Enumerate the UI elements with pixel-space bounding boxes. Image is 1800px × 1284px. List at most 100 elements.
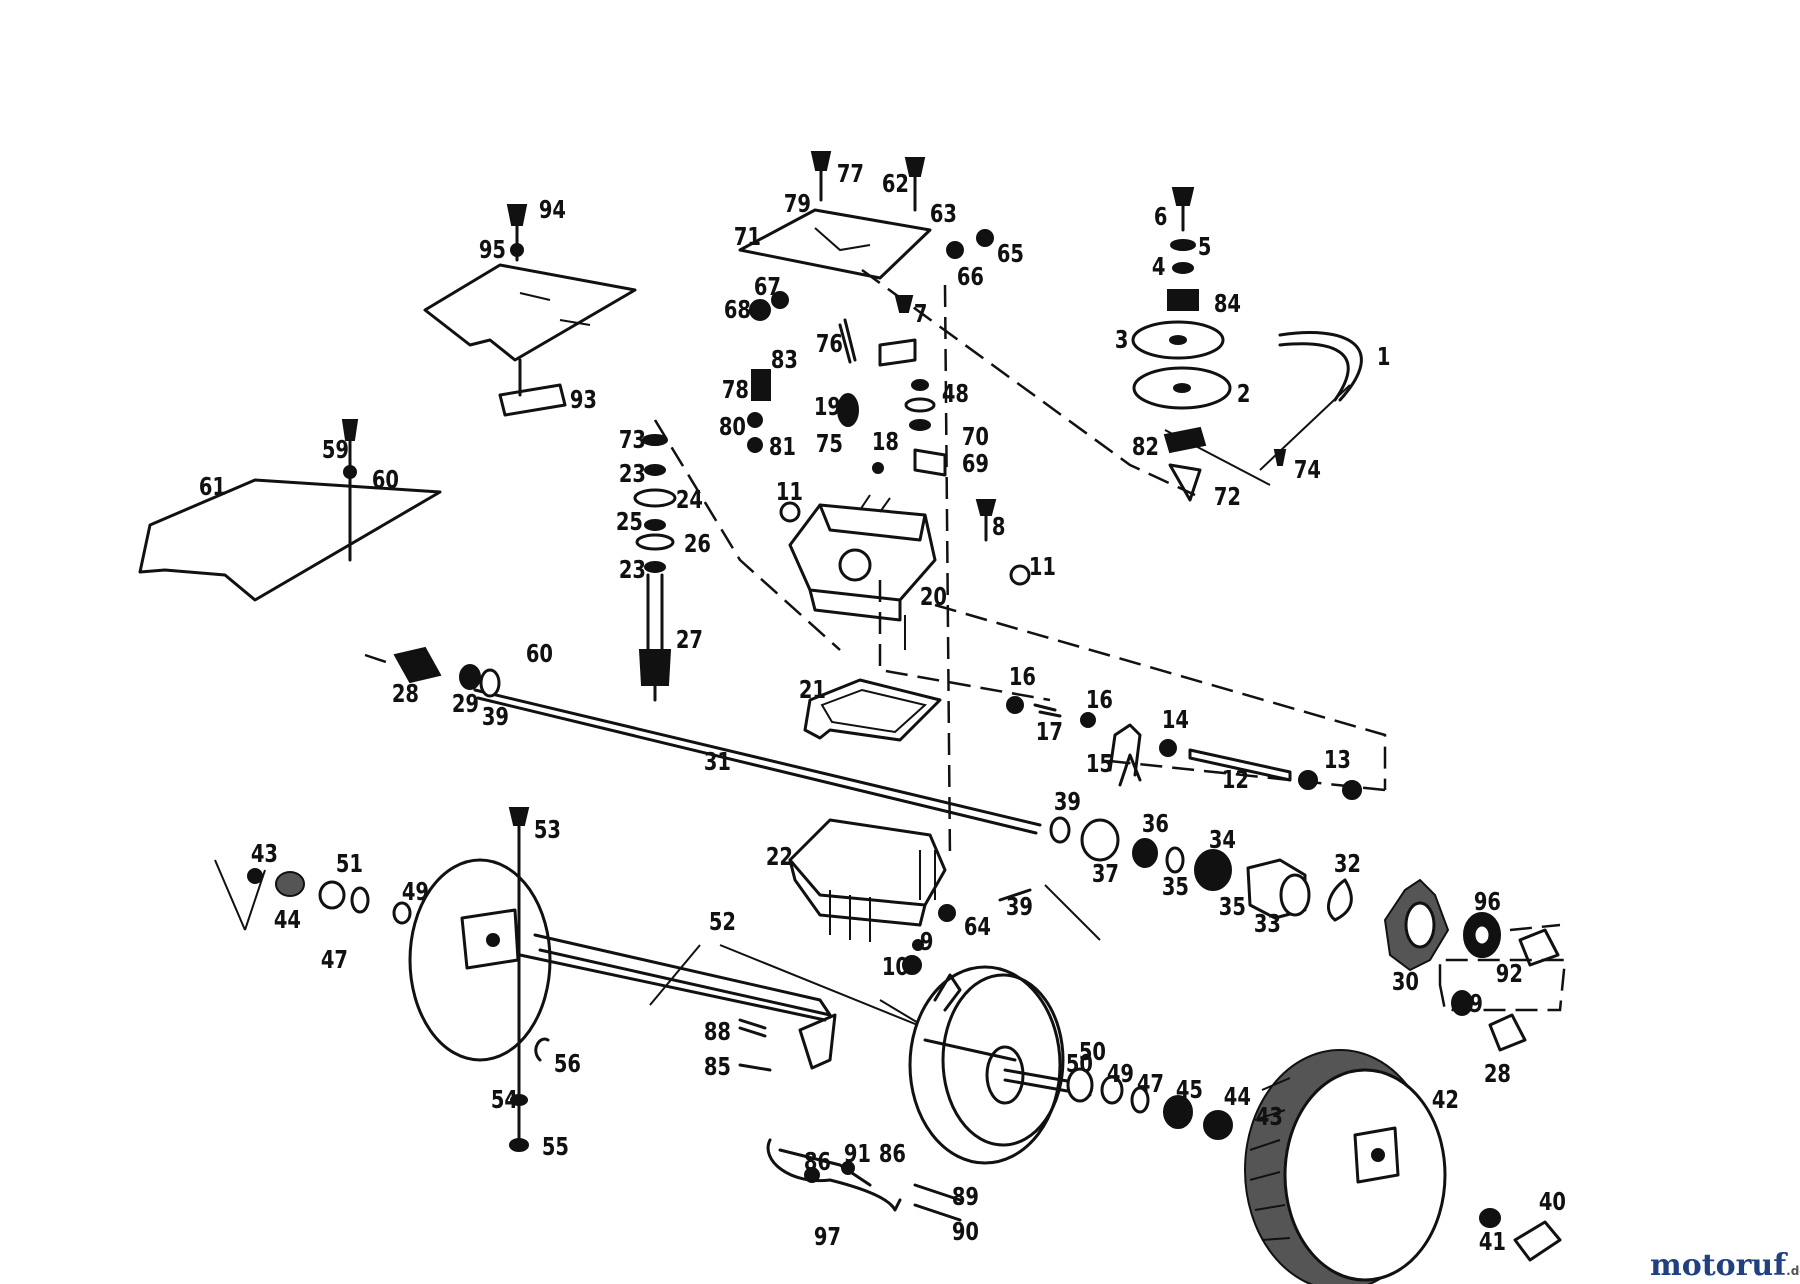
- callout-12: 12: [1222, 766, 1249, 795]
- callout-79: 79: [784, 190, 811, 219]
- callout-67: 67: [754, 273, 781, 302]
- callout-74: 74: [1294, 456, 1321, 485]
- watermark-suffix: .de: [1786, 1264, 1800, 1278]
- callout-81: 81: [769, 433, 796, 462]
- callout-39: 39: [482, 703, 509, 732]
- callout-95: 95: [479, 236, 506, 265]
- callout-8: 8: [992, 513, 1006, 542]
- callout-75: 75: [816, 430, 843, 459]
- callout-0: 50: [1066, 1050, 1093, 1079]
- callout-83: 83: [771, 346, 798, 375]
- callout-20: 20: [920, 583, 947, 612]
- callout-18: 18: [872, 428, 899, 457]
- callout-38: 39: [1006, 893, 1033, 922]
- part-number-labels: 77 62 79 63 71 65 66 67 68 7 6 5 4 84 3 …: [199, 160, 1566, 1257]
- callout-4: 4: [1152, 253, 1166, 282]
- callout-9: 9: [920, 928, 934, 957]
- side-guard-plate: [138, 419, 442, 602]
- callout-77: 77: [837, 160, 864, 189]
- callout-7: 7: [914, 300, 928, 329]
- callout-33: 33: [1254, 910, 1281, 939]
- front-wheel-plain: [908, 965, 1065, 1165]
- callout-17: 17: [1036, 718, 1063, 747]
- callout-2: 2: [1237, 380, 1251, 409]
- callout-40: 40: [1539, 1188, 1566, 1217]
- callout-60-rod: 60: [526, 640, 553, 669]
- left-wheel-assembly: [247, 807, 832, 1152]
- lower-gearbox: [788, 818, 956, 975]
- svg-text:motoruf.de: motoruf.de: [1650, 1248, 1800, 1283]
- callout-49-right: 49: [1107, 1060, 1134, 1089]
- callout-97: 97: [814, 1223, 841, 1252]
- callout-29: 29: [452, 690, 479, 719]
- callout-44-right: 44: [1224, 1083, 1251, 1112]
- callout-22: 22: [766, 843, 793, 872]
- callout-96: 96: [1474, 888, 1501, 917]
- callout-39-gear: 39: [1054, 788, 1081, 817]
- callout-1: 1: [1377, 343, 1391, 372]
- callout-71: 71: [734, 223, 761, 252]
- callout-54: 54: [491, 1086, 518, 1115]
- height-lever: [738, 1013, 962, 1222]
- callout-72: 72: [1214, 483, 1241, 512]
- callout-11: 11: [776, 478, 803, 507]
- watermark-logo: motoruf.de: [1650, 1248, 1800, 1283]
- callout-55: 55: [542, 1133, 569, 1162]
- callout-42: 42: [1432, 1086, 1459, 1115]
- shift-shaft-assembly: [1006, 696, 1362, 800]
- callout-51: 51: [336, 850, 363, 879]
- callout-16: 16: [1009, 663, 1036, 692]
- callout-56: 56: [554, 1050, 581, 1079]
- blade-carrier: [1131, 187, 1363, 502]
- callout-36: 36: [1142, 810, 1169, 839]
- callout-85: 85: [704, 1053, 731, 1082]
- callout-62: 62: [882, 170, 909, 199]
- callout-31: 31: [704, 748, 731, 777]
- callout-13: 13: [1324, 746, 1351, 775]
- callout-49: 49: [402, 878, 429, 907]
- callout-16-right: 16: [1086, 686, 1113, 715]
- gear-housing: [779, 494, 1031, 650]
- callout-60: 60: [372, 466, 399, 495]
- callout-50: 50: [1079, 1038, 1106, 1067]
- callout-11-right: 11: [1029, 553, 1056, 582]
- callout-26: 26: [684, 530, 711, 559]
- callout-24: 24: [676, 486, 703, 515]
- callout-6: 6: [1154, 203, 1168, 232]
- callout-92: 92: [1496, 960, 1523, 989]
- callout-47: 47: [321, 946, 348, 975]
- callout-84: 84: [1214, 290, 1241, 319]
- callout-14: 14: [1162, 706, 1189, 735]
- callout-82: 82: [1132, 433, 1159, 462]
- callout-43-right: 43: [1256, 1103, 1283, 1132]
- callout-3: 3: [1115, 326, 1129, 355]
- callout-70: 70: [962, 423, 989, 452]
- callout-52: 52: [709, 908, 736, 937]
- main-drive-rod: [393, 646, 1042, 835]
- drive-gears: [998, 816, 1560, 1052]
- callout-37: 37: [1092, 860, 1119, 889]
- callout-89: 89: [952, 1183, 979, 1212]
- callout-68: 68: [724, 296, 751, 325]
- callout-23: 23: [619, 460, 646, 489]
- callout-41: 41: [1479, 1228, 1506, 1257]
- callout-25: 25: [616, 508, 643, 537]
- callout-78: 78: [722, 376, 749, 405]
- callout-65: 65: [997, 240, 1024, 269]
- callout-63: 63: [930, 200, 957, 229]
- callout-35: 35: [1162, 873, 1189, 902]
- callout-15: 15: [1086, 750, 1113, 779]
- callout-29-right: 29: [1456, 990, 1483, 1019]
- gearbox-cover: [738, 151, 994, 367]
- callout-43: 43: [251, 840, 278, 869]
- callout-45: 45: [1176, 1076, 1203, 1105]
- callout-73: 73: [619, 426, 646, 455]
- callout-90: 90: [952, 1218, 979, 1247]
- callout-27: 27: [676, 626, 703, 655]
- callout-10: 10: [882, 953, 909, 982]
- callout-59: 59: [322, 436, 349, 465]
- callout-76: 76: [816, 330, 843, 359]
- callout-91: 91: [844, 1140, 871, 1169]
- callout-64: 64: [964, 913, 991, 942]
